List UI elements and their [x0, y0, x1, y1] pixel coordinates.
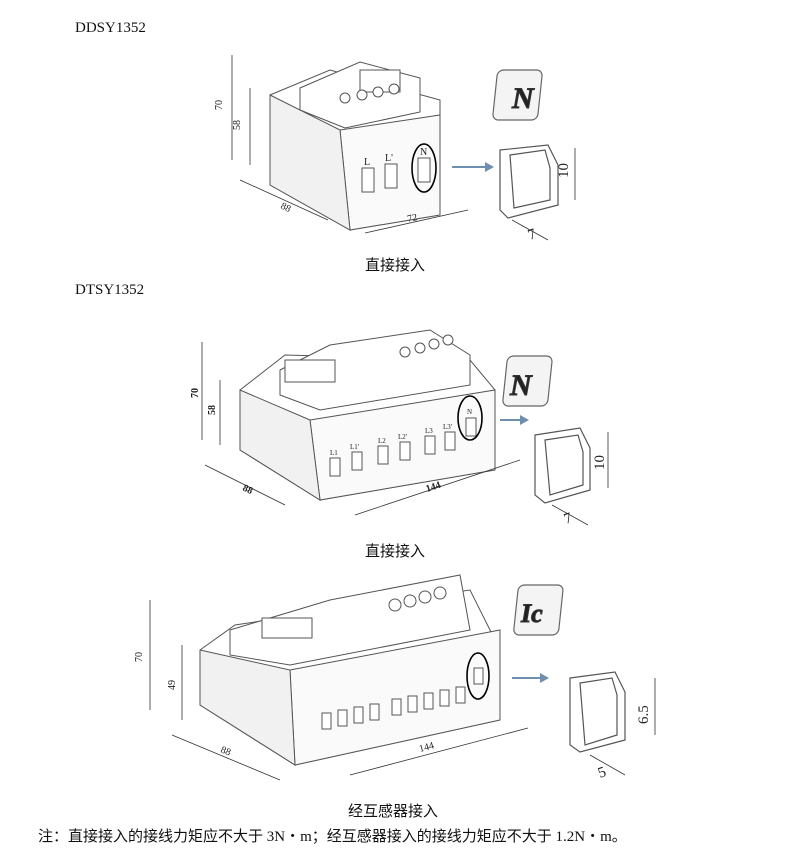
svg-text:Ic: Ic [520, 599, 543, 628]
terminal-1-N [417, 157, 431, 183]
meter-top-1 [299, 61, 421, 129]
caption-1: 直接接入 [365, 258, 426, 274]
meter-front-2 [309, 389, 496, 501]
model-label-2: DTSY1352 [75, 282, 145, 298]
terminal-label-2-4: L3 [425, 427, 433, 435]
button-1b [356, 89, 368, 101]
highlight-circle-3 [466, 652, 490, 700]
meter-side-2 [239, 389, 321, 501]
dim-width-3: 144 [418, 740, 435, 755]
display-window-3 [261, 617, 313, 639]
display-window-1 [359, 69, 401, 93]
caption-2: 直接接入 [365, 544, 426, 560]
terminal-label-1-1: L' [385, 153, 393, 164]
terminal-width-2: 7 [562, 510, 575, 528]
highlight-circle-1 [411, 143, 437, 193]
terminal-label-2-2: L2 [378, 437, 386, 445]
terminal-label-2-1: L1' [350, 443, 359, 451]
meter-body-3 [199, 589, 501, 766]
dim-depth-2: 88 [241, 483, 255, 497]
button-1c [372, 86, 384, 98]
terminal-1-Lp [384, 163, 398, 189]
meter-top-2 [279, 329, 471, 411]
model-label-1: DDSY1352 [75, 20, 146, 36]
display-window-2 [284, 359, 336, 383]
terminal-label-2-3: L2' [398, 433, 407, 441]
meter-side-3 [199, 649, 296, 766]
terminal-label-2-0: L1 [330, 449, 338, 457]
dim-depth-1: 88 [279, 201, 293, 215]
svg-text:N: N [509, 369, 533, 402]
meter-front-3 [289, 629, 501, 766]
terminal-icon-2: N [502, 355, 553, 407]
caption-3: 经互感器接入 [348, 804, 439, 820]
terminal-label-1-2: N [420, 147, 427, 158]
button-1a [339, 92, 351, 104]
dim-height-1: 70 [214, 100, 225, 110]
terminal-label-2-6: N [467, 408, 472, 416]
torque-note: 注：直接接入的接线力矩应不大于 3N・m；经互感器接入的接线力矩应不大于 1.2… [38, 829, 627, 845]
terminal-icon-3: Ic [513, 584, 564, 636]
meter-body-1 [269, 69, 441, 231]
meter-front-1 [339, 114, 441, 231]
dim-depth-3: 88 [219, 745, 232, 759]
terminal-box-1 [499, 144, 559, 219]
terminal-width-1: 7 [526, 226, 539, 244]
terminal-width-3: 5 [596, 764, 609, 782]
terminal-height-2: 10 [592, 455, 608, 470]
terminal-height-3: 6.5 [636, 705, 652, 724]
dim-width-1: 72 [406, 212, 418, 225]
dim-height-3: 70 [134, 652, 145, 662]
dim-height-2: 70 [190, 388, 201, 398]
dim-body-2: 58 [207, 405, 218, 415]
button-1d [388, 83, 400, 95]
meter-body-2 [239, 354, 496, 501]
terminal-1-L [361, 167, 375, 193]
terminal-label-2-5: L3' [443, 423, 452, 431]
dim-width-2: 144 [425, 480, 443, 495]
svg-text:N: N [511, 82, 535, 115]
terminal-label-1-0: L [364, 157, 370, 168]
meter-top-3 [229, 574, 471, 666]
terminal-box-2 [534, 427, 591, 504]
terminal-height-1: 10 [556, 163, 572, 178]
dim-body-1: 58 [232, 120, 243, 130]
highlight-circle-2 [457, 395, 483, 441]
terminal-icon-1: N [492, 69, 543, 121]
dim-body-3: 49 [167, 680, 178, 690]
meter-side-1 [269, 94, 351, 231]
terminal-box-3 [569, 671, 626, 753]
